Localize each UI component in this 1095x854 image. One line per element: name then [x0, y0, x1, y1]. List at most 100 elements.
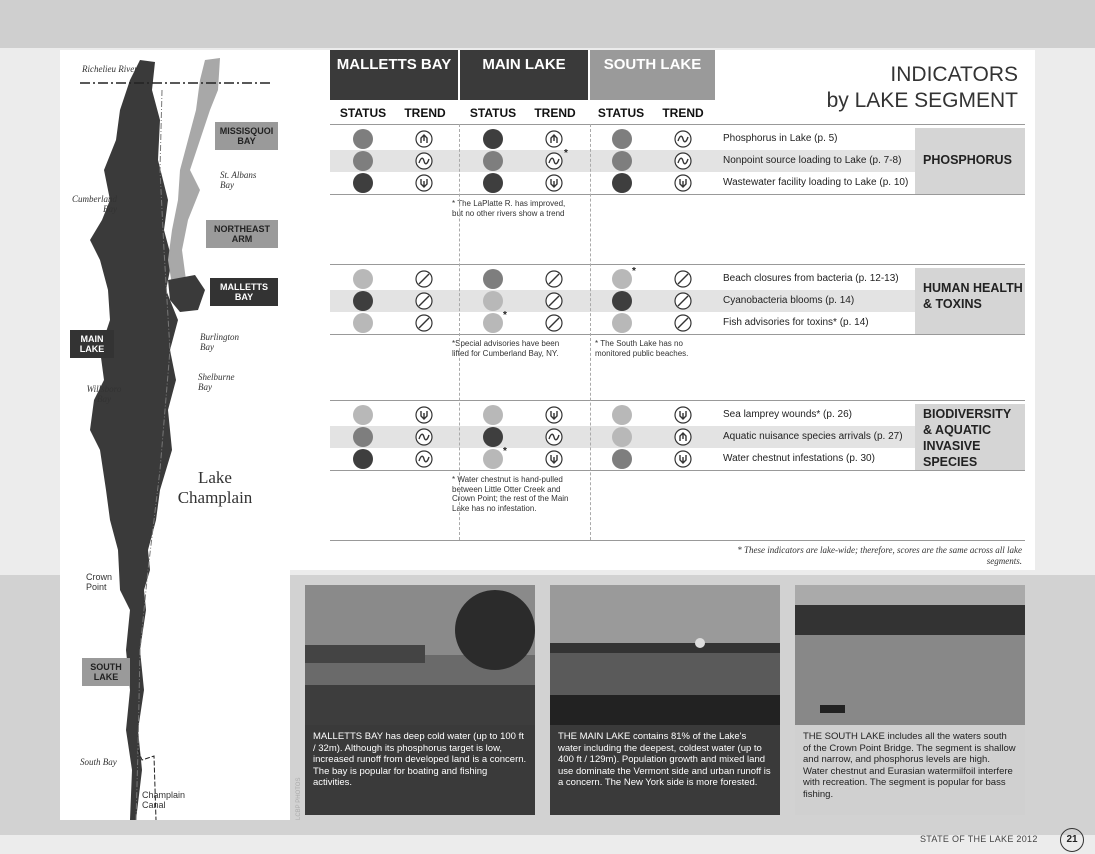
column-divider	[459, 124, 460, 540]
status-asterisk: *	[632, 266, 636, 277]
indicator-label: Cyanobacteria blooms (p. 14)	[723, 295, 855, 306]
status-dot	[353, 313, 373, 333]
indicator-label: Wastewater facility loading to Lake (p. …	[723, 177, 909, 188]
trend-none-icon	[545, 270, 563, 288]
lake-map: Richelieu River St. Albans Bay Cumberlan…	[60, 50, 290, 821]
map-label-burlington: Burlington Bay	[200, 332, 240, 352]
trend-down-icon	[674, 174, 692, 192]
map-label-canal: Champlain Canal	[142, 790, 186, 810]
trend-wave-icon	[415, 450, 433, 468]
status-dot	[353, 449, 373, 469]
category-label: HUMAN HEALTH & TOXINS	[923, 281, 1023, 311]
status-asterisk: *	[503, 310, 507, 321]
trend-none-icon	[415, 314, 433, 332]
status-dot	[612, 427, 632, 447]
col-trend-1: TREND	[404, 106, 446, 120]
trend-down-icon	[545, 406, 563, 424]
note-main: * Water chestnut is hand-pulled between …	[452, 475, 569, 513]
trend-up-icon	[674, 428, 692, 446]
col-trend-3: TREND	[662, 106, 704, 120]
map-label-crown-point: Crown Point	[86, 572, 113, 592]
trend-wave-icon	[415, 152, 433, 170]
trend-wave-icon	[674, 130, 692, 148]
category-panel	[915, 128, 1025, 194]
header-malletts: MALLETTS BAY	[330, 50, 458, 100]
map-label-richelieu: Richelieu River	[82, 64, 138, 74]
segment-box-main: MAIN LAKE	[70, 330, 114, 358]
segment-box-northeast: NORTHEAST ARM	[206, 220, 278, 248]
photo-south	[795, 585, 1025, 725]
trend-up-icon	[415, 130, 433, 148]
status-dot	[612, 291, 632, 311]
segment-box-south: SOUTH LAKE	[82, 658, 130, 686]
column-divider	[590, 124, 591, 540]
segment-box-malletts: MALLETTS BAY	[210, 278, 278, 306]
status-dot	[353, 405, 373, 425]
status-dot	[483, 427, 503, 447]
status-dot	[353, 151, 373, 171]
status-dot	[612, 151, 632, 171]
trend-none-icon	[545, 292, 563, 310]
group-1-rows-line	[330, 334, 1025, 335]
map-label-shelburne: Shelburne Bay	[198, 372, 235, 392]
photo-credit: LCBP PHOTOS	[296, 777, 302, 820]
table-title-line1: INDICATORS	[890, 63, 1018, 86]
category-panel	[915, 404, 1025, 470]
group-1-top-line	[330, 264, 1025, 265]
indicator-label: Phosphorus in Lake (p. 5)	[723, 133, 838, 144]
status-dot	[483, 269, 503, 289]
col-status-3: STATUS	[597, 106, 645, 120]
status-dot	[353, 173, 373, 193]
status-dot	[483, 449, 503, 469]
photo-main	[550, 585, 780, 725]
status-dot	[353, 269, 373, 289]
category-label: BIODIVERSITY & AQUATIC INVASIVE SPECIES	[923, 407, 1011, 469]
header-south: SOUTH LAKE	[590, 50, 715, 100]
status-dot	[612, 269, 632, 289]
map-label-willsboro: Willsboro Bay	[86, 384, 122, 404]
status-dot	[483, 173, 503, 193]
trend-down-icon	[415, 406, 433, 424]
map-label-cumberland: Cumberland Bay	[72, 194, 117, 214]
page-footer: STATE OF THE LAKE 2012	[920, 834, 1038, 844]
status-dot	[483, 405, 503, 425]
table-bottom-line	[330, 540, 1025, 541]
trend-up-icon	[545, 130, 563, 148]
trend-asterisk: *	[564, 148, 568, 159]
status-dot	[612, 405, 632, 425]
header-main: MAIN LAKE	[460, 50, 588, 100]
caption-main: THE MAIN LAKE contains 81% of the Lake's…	[550, 725, 780, 815]
status-dot	[612, 173, 632, 193]
map-label-south-bay: South Bay	[80, 757, 117, 767]
trend-down-icon	[674, 450, 692, 468]
indicator-label: Fish advisories for toxins* (p. 14)	[723, 317, 869, 328]
status-dot	[353, 427, 373, 447]
status-dot	[612, 313, 632, 333]
status-dot	[483, 151, 503, 171]
indicator-label: Aquatic nuisance species arrivals (p. 27…	[723, 431, 903, 442]
caption-malletts: MALLETTS BAY has deep cold water (up to …	[305, 725, 535, 815]
map-label-st-albans: St. Albans Bay	[220, 170, 257, 190]
trend-wave-icon	[545, 428, 563, 446]
indicator-label: Nonpoint source loading to Lake (p. 7-8)	[723, 155, 902, 166]
status-dot	[612, 129, 632, 149]
col-status-2: STATUS	[469, 106, 517, 120]
trend-none-icon	[674, 314, 692, 332]
col-status-1: STATUS	[339, 106, 387, 120]
group-0-rows-line	[330, 194, 1025, 195]
lake-name: Lake Champlain	[177, 468, 253, 507]
note-main: *Special advisories have been lifted for…	[452, 339, 560, 358]
table-title-line2: by LAKE SEGMENT	[826, 89, 1018, 112]
category-label: PHOSPHORUS	[923, 153, 1012, 167]
note-south: * The South Lake has no monitored public…	[595, 339, 689, 358]
trend-wave-icon	[674, 152, 692, 170]
status-dot	[353, 129, 373, 149]
indicator-label: Beach closures from bacteria (p. 12-13)	[723, 273, 899, 284]
segment-box-missisquoi: MISSISQUOI BAY	[215, 122, 278, 150]
note-main: * The LaPlatte R. has improved, but no o…	[452, 199, 566, 218]
indicator-label: Water chestnut infestations (p. 30)	[723, 453, 875, 464]
table-footnote: * These indicators are lake-wide; theref…	[737, 545, 1022, 566]
category-panel	[915, 268, 1025, 334]
group-2-top-line	[330, 400, 1025, 401]
group-2-rows-line	[330, 470, 1025, 471]
